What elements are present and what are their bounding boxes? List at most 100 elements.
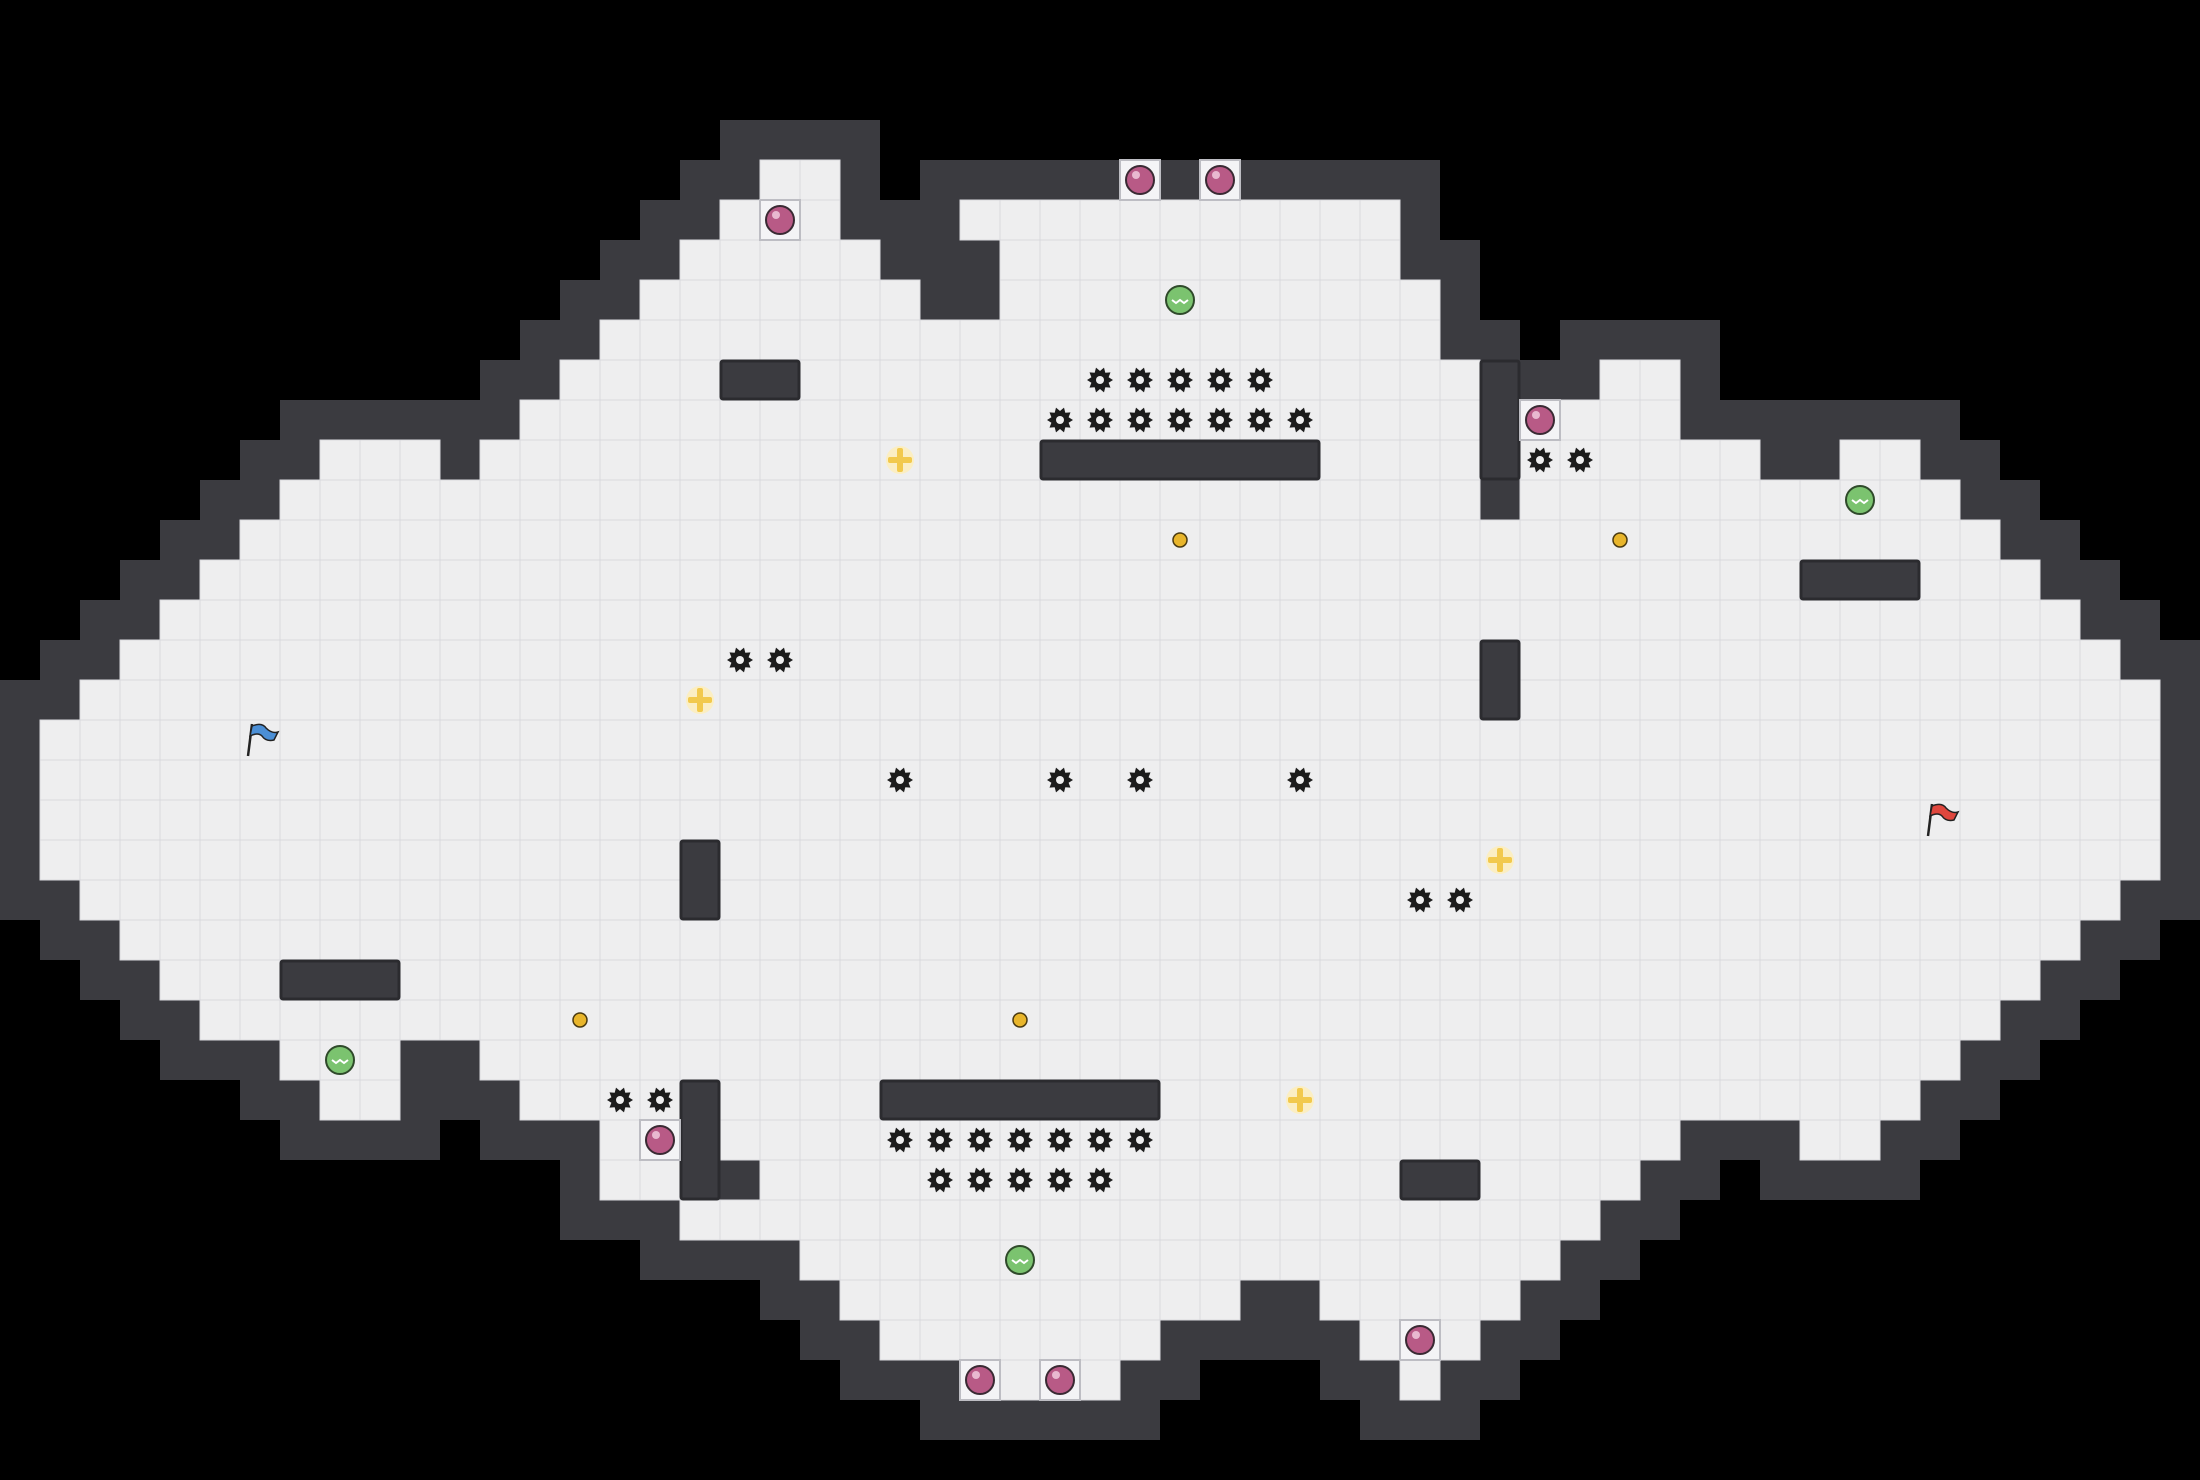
wall-tile xyxy=(160,520,200,560)
wall-tile xyxy=(1840,1160,1880,1200)
floor-tile xyxy=(1959,839,2001,881)
floor-tile xyxy=(1119,279,1161,321)
floor-tile xyxy=(679,639,721,681)
floor-tile xyxy=(919,519,961,561)
floor-tile xyxy=(2039,839,2081,881)
floor-tile xyxy=(199,719,241,761)
floor-tile xyxy=(2079,799,2121,841)
floor-tile xyxy=(1239,319,1281,361)
floor-tile xyxy=(1399,799,1441,841)
floor-tile xyxy=(799,1159,841,1201)
floor-tile xyxy=(1759,999,1801,1041)
floor-tile xyxy=(2079,839,2121,881)
floor-tile xyxy=(2079,879,2121,921)
floor-tile xyxy=(1279,319,1321,361)
floor-tile xyxy=(1079,639,1121,681)
floor-tile xyxy=(159,919,201,961)
floor-tile xyxy=(1799,919,1841,961)
floor-tile xyxy=(1399,399,1441,441)
floor-tile xyxy=(1279,519,1321,561)
floor-tile xyxy=(319,479,361,521)
floor-tile xyxy=(279,719,321,761)
wall-tile xyxy=(2160,720,2200,760)
floor-tile xyxy=(359,919,401,961)
floor-tile xyxy=(1999,959,2041,1001)
floor-tile xyxy=(1079,1039,1121,1081)
floor-tile xyxy=(1879,879,1921,921)
floor-tile xyxy=(999,359,1041,401)
item-layer xyxy=(246,159,1960,1401)
floor-tile xyxy=(759,1159,801,1201)
floor-tile xyxy=(1239,1119,1281,1161)
floor-tile xyxy=(959,1239,1001,1281)
floor-tile xyxy=(1679,719,1721,761)
wall-tile xyxy=(400,1120,440,1160)
bumper-icon xyxy=(1039,1359,1081,1401)
floor-tile xyxy=(1959,719,2001,761)
flag-cloth xyxy=(248,723,280,742)
floor-tile xyxy=(1999,559,2041,601)
floor-tile xyxy=(879,399,921,441)
wall-tile xyxy=(1440,240,1480,280)
green-orb-mark xyxy=(1011,1258,1029,1265)
floor-tile xyxy=(1039,359,1081,401)
floor-tile xyxy=(1079,519,1121,561)
floor-tile xyxy=(1639,399,1681,441)
floor-tile xyxy=(199,879,241,921)
floor-tile xyxy=(399,439,441,481)
wall-tile xyxy=(840,120,880,160)
wall-tile xyxy=(240,1040,280,1080)
wall-tile xyxy=(160,560,200,600)
wall-tile xyxy=(40,640,80,680)
floor-tile xyxy=(319,919,361,961)
floor-tile xyxy=(1719,999,1761,1041)
floor-tile xyxy=(1559,559,1601,601)
floor-tile xyxy=(1919,639,1961,681)
floor-tile xyxy=(439,479,481,521)
floor-tile xyxy=(1879,719,1921,761)
floor-tile xyxy=(1359,1319,1401,1361)
floor-tile xyxy=(1119,879,1161,921)
floor-tile xyxy=(999,719,1041,761)
floor-tile xyxy=(1039,279,1081,321)
floor-tile xyxy=(1719,919,1761,961)
floor-tile xyxy=(1279,1199,1321,1241)
floor-tile xyxy=(1159,799,1201,841)
spike-hole xyxy=(976,1176,984,1184)
floor-tile xyxy=(199,839,241,881)
floor-tile xyxy=(1199,1119,1241,1161)
bumper-orb xyxy=(1525,405,1555,435)
wall-tile xyxy=(1160,1360,1200,1400)
floor-tile xyxy=(79,759,121,801)
floor-tile xyxy=(1239,679,1281,721)
floor-tile xyxy=(1079,839,1121,881)
floor-tile xyxy=(1799,1079,1841,1121)
floor-tile xyxy=(1159,1199,1201,1241)
wall-tile xyxy=(960,280,1000,320)
bumper-shine xyxy=(1532,411,1540,419)
floor-tile xyxy=(1159,959,1201,1001)
floor-tile xyxy=(879,599,921,641)
spike-hole xyxy=(936,1136,944,1144)
floor-tile xyxy=(1879,599,1921,641)
floor-tile xyxy=(599,439,641,481)
wall-tile xyxy=(1320,1320,1360,1360)
floor-tile xyxy=(919,1039,961,1081)
floor-tile xyxy=(1479,959,1521,1001)
floor-tile xyxy=(2039,639,2081,681)
floor-tile xyxy=(1119,999,1161,1041)
floor-tile xyxy=(479,999,521,1041)
floor-tile xyxy=(1639,519,1681,561)
floor-tile xyxy=(1239,519,1281,561)
floor-tile xyxy=(479,639,521,681)
wall-tile xyxy=(2160,640,2200,680)
floor-tile xyxy=(119,679,161,721)
floor-tile xyxy=(1919,519,1961,561)
wall-tile xyxy=(2160,840,2200,880)
floor-tile xyxy=(1159,239,1201,281)
floor-tile xyxy=(1239,959,1281,1001)
wall-tile xyxy=(1600,1200,1640,1240)
floor-tile xyxy=(1599,599,1641,641)
spike-hole xyxy=(776,656,784,664)
floor-tile xyxy=(1759,719,1801,761)
